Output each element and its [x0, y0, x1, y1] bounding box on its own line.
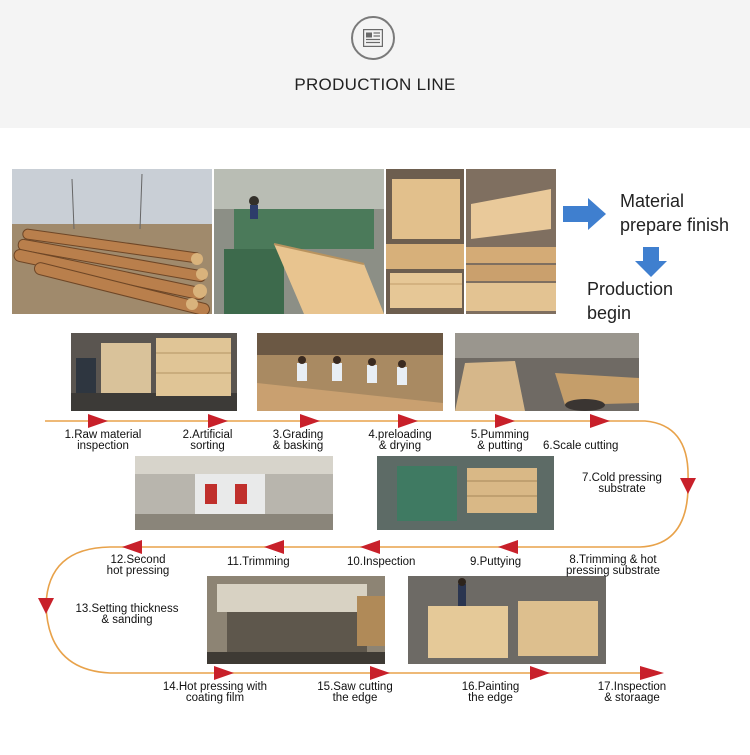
page-title: PRODUCTION LINE: [294, 75, 456, 94]
right-arrow-icon: [563, 198, 606, 230]
flow-arrow-14: [370, 666, 390, 680]
photo-raw-material-yard: [71, 333, 237, 411]
flow-arrow-1: [88, 414, 108, 428]
step-17-label: 17.Inspection& storaage: [597, 681, 667, 704]
photo-veneer-peeling: [214, 169, 384, 314]
flow-arrow-13: [214, 666, 234, 680]
step-13-label: 13.Setting thickness& sanding: [75, 603, 179, 626]
step-9-label: 9.Puttying: [470, 556, 522, 568]
flow-arrow-3: [300, 414, 320, 428]
step-10-label: 10.Inspection: [347, 556, 416, 568]
material-label: Material prepare finish: [620, 191, 730, 235]
step-4-label: 4.preloading& drying: [368, 429, 432, 452]
flow-arrow-6: [590, 414, 610, 428]
photo-veneer-sheets: [386, 169, 464, 314]
page-header: PRODUCTION LINE: [0, 0, 750, 128]
flow-arrow-7: [680, 478, 696, 494]
flow-arrow-16: [640, 666, 664, 680]
photo-saw-cutting: [207, 576, 385, 664]
production-label: Production begin: [587, 279, 674, 323]
step-6-label: 6.Scale cutting: [543, 440, 619, 452]
flow-arrow-5: [495, 414, 515, 428]
photo-timber-logs: [12, 169, 212, 314]
flow-arrow-10: [264, 540, 284, 554]
flow-arrow-8: [498, 540, 518, 554]
step-11-label: 11.Trimming: [227, 556, 290, 568]
photo-sorting-workers: [257, 333, 443, 411]
down-arrow-icon: [635, 247, 667, 277]
photo-cold-press: [377, 456, 554, 530]
flow-arrow-9: [360, 540, 380, 554]
photo-drying-workshop: [455, 333, 639, 411]
step-5-label: 5.Pumming& putting: [470, 429, 530, 452]
flow-arrow-15: [530, 666, 550, 680]
flow-arrow-11: [122, 540, 142, 554]
photo-panel-stacks: [466, 169, 556, 314]
flow-arrow-4: [398, 414, 418, 428]
photo-pressing-machine: [135, 456, 333, 530]
photo-finished-panels: [408, 576, 606, 664]
step-3-label: 3.Grading& basking: [272, 429, 324, 452]
document-icon: [351, 16, 395, 60]
flow-arrow-2: [208, 414, 228, 428]
